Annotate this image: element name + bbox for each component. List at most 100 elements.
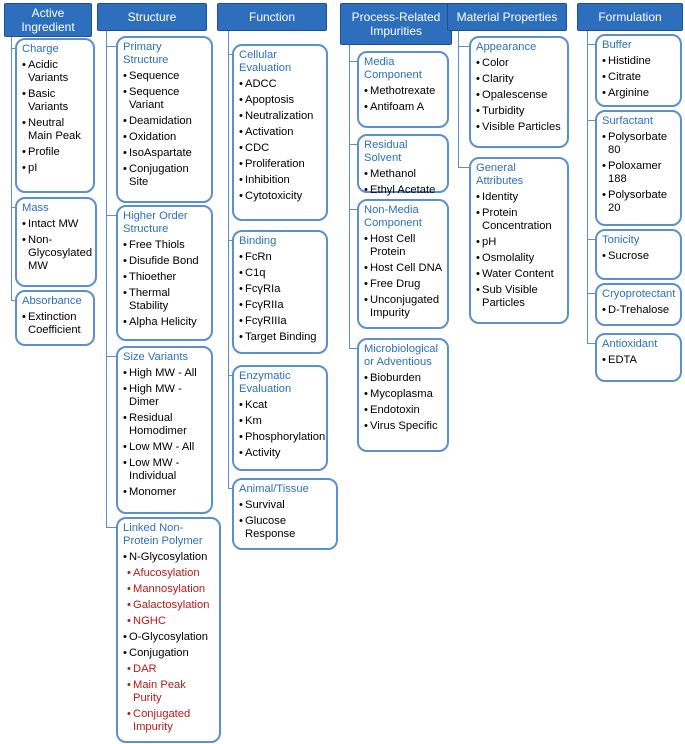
column-header-active-ingredient: Active Ingredient <box>4 3 92 37</box>
attribute-item: Cytotoxicity <box>239 190 322 203</box>
category-box-absorbance: AbsorbanceExtinction Coefficient <box>15 290 95 346</box>
attribute-list: IdentityProtein ConcentrationpHOsmolalit… <box>476 191 563 310</box>
attribute-item: Protein Concentration <box>476 207 563 233</box>
attribute-item: Antifoam A <box>364 101 443 114</box>
category-title: Cryoprotectant <box>602 288 676 300</box>
attribute-item: Intact MW <box>22 218 91 231</box>
attribute-item: Kcat <box>239 399 322 412</box>
attribute-list: MethanolEthyl Acetate <box>364 168 443 197</box>
category-box-microbiological-or-adventious: Microbiological or AdventiousBioburdenMy… <box>357 338 449 452</box>
attribute-item: O-Glycosylation <box>123 631 215 644</box>
category-box-mass: MassIntact MWNon-Glycosylated MW <box>15 197 97 287</box>
attribute-item: Neutral Main Peak <box>22 117 89 143</box>
attribute-item: Sucrose <box>602 250 676 263</box>
category-box-higher-order-structure: Higher Order StructureFree ThiolsDisufid… <box>116 205 213 341</box>
attribute-item: Target Binding <box>239 331 322 344</box>
attribute-item: C1q <box>239 267 322 280</box>
attribute-list: HistidineCitrateArginine <box>602 55 676 100</box>
category-box-linked-non-protein-polymer: Linked Non-Protein PolymerN-Glycosylatio… <box>116 517 221 743</box>
connector-branch <box>228 488 232 489</box>
sub-attribute-item: Main Peak Purity <box>123 679 215 705</box>
attribute-item: Methotrexate <box>364 85 443 98</box>
attribute-item: Alpha Helicity <box>123 316 207 329</box>
attribute-item: Methanol <box>364 168 443 181</box>
category-title: Linked Non-Protein Polymer <box>123 522 203 547</box>
attribute-item: pH <box>476 236 563 249</box>
category-title: Primary Structure <box>123 41 169 66</box>
connector-spine <box>11 37 12 300</box>
attribute-item: Basic Variants <box>22 88 89 114</box>
attribute-item: Virus Specific <box>364 420 443 433</box>
attribute-item: Thermal Stability <box>123 287 207 313</box>
attribute-item: Low MW - All <box>123 441 207 454</box>
attribute-item: Sequence Variant <box>123 86 207 112</box>
attribute-item: Conjugation <box>123 647 215 660</box>
attribute-list: Extinction Coefficient <box>22 311 89 337</box>
attribute-list: Acidic VariantsBasic VariantsNeutral Mai… <box>22 59 89 175</box>
attribute-item: Free Thiols <box>123 239 207 252</box>
category-title: Non-Media Component <box>364 204 422 229</box>
sub-attribute-item: Conjugated Impurity <box>123 708 215 734</box>
category-title: Charge <box>22 43 59 55</box>
attribute-item: ADCC <box>239 78 322 91</box>
connector-branch <box>349 348 357 349</box>
category-box-binding: BindingFcRnC1qFcγRIaFcγRIIaFcγRIIIaTarge… <box>232 230 328 354</box>
attribute-item: CDC <box>239 142 322 155</box>
category-box-buffer: BufferHistidineCitrateArginine <box>595 34 682 107</box>
category-title: Media Component <box>364 56 422 81</box>
attribute-item: FcRn <box>239 251 322 264</box>
category-box-charge: ChargeAcidic VariantsBasic VariantsNeutr… <box>15 38 95 193</box>
attribute-list: BioburdenMycoplasmaEndotoxinVirus Specif… <box>364 372 443 433</box>
attribute-list: D-Trehalose <box>602 304 676 317</box>
attribute-item: D-Trehalose <box>602 304 676 317</box>
attribute-item: Mycoplasma <box>364 388 443 401</box>
connector-branch <box>11 48 15 49</box>
attribute-item: Phosphorylation <box>239 431 325 444</box>
attribute-item: Apoptosis <box>239 94 322 107</box>
category-box-cryoprotectant: CryoprotectantD-Trehalose <box>595 283 682 326</box>
attribute-item: Low MW - Individual <box>123 457 207 483</box>
connector-branch <box>587 343 595 344</box>
category-title: Residual Solvent <box>364 139 408 164</box>
attribute-list: FcRnC1qFcγRIaFcγRIIaFcγRIIIaTarget Bindi… <box>239 251 322 344</box>
attribute-item: FcγRIIIa <box>239 315 322 328</box>
category-title: Tonicity <box>602 234 640 246</box>
attribute-item: IsoAspartate <box>123 147 207 160</box>
attribute-list: SequenceSequence VariantDeamidationOxida… <box>123 70 207 189</box>
connector-branch <box>11 300 15 301</box>
attribute-item: Host Cell DNA <box>364 262 443 275</box>
attribute-item: Survival <box>239 499 332 512</box>
category-title: Antioxidant <box>602 338 658 350</box>
connector-branch <box>11 207 15 208</box>
category-box-enzymatic-evaluation: Enzymatic EvaluationKcatKmPhosphorylatio… <box>232 365 328 471</box>
connector-branch <box>349 144 357 145</box>
category-box-tonicity: TonicitySucrose <box>595 229 682 280</box>
attribute-item: Thioether <box>123 271 207 284</box>
category-box-surfactant: SurfactantPolysorbate 80Poloxamer 188Pol… <box>595 110 682 226</box>
category-title: Appearance <box>476 41 537 53</box>
attribute-list: Intact MWNon-Glycosylated MW <box>22 218 92 273</box>
category-box-general-attributes: General AttributesIdentityProtein Concen… <box>469 157 569 324</box>
attribute-item: Glucose Response <box>239 515 332 541</box>
attribute-list: SurvivalGlucose Response <box>239 499 332 541</box>
attribute-item: Profile <box>22 146 89 159</box>
connector-branch <box>587 239 595 240</box>
attribute-item: Acidic Variants <box>22 59 89 85</box>
attribute-list: Host Cell ProteinHost Cell DNAFree DrugU… <box>364 233 443 320</box>
connector-branch <box>228 375 232 376</box>
connector-branch <box>106 215 116 216</box>
attribute-item: Identity <box>476 191 563 204</box>
category-title: Absorbance <box>22 295 82 307</box>
attribute-item: High MW - Dimer <box>123 383 207 409</box>
connector-branch <box>106 46 116 47</box>
category-title: Mass <box>22 202 49 214</box>
attribute-item: Clarity <box>476 73 563 86</box>
column-header-process-related-impurities: Process-Related Impurities <box>340 3 452 45</box>
attribute-item: Water Content <box>476 268 563 281</box>
connector-branch <box>587 120 595 121</box>
attribute-list: Polysorbate 80Poloxamer 188Polysorbate 2… <box>602 131 676 215</box>
sub-attribute-item: NGHC <box>123 615 215 628</box>
attribute-list: MethotrexateAntifoam A <box>364 85 443 114</box>
connector-spine <box>349 45 350 348</box>
attribute-item: Visible Particles <box>476 121 563 134</box>
